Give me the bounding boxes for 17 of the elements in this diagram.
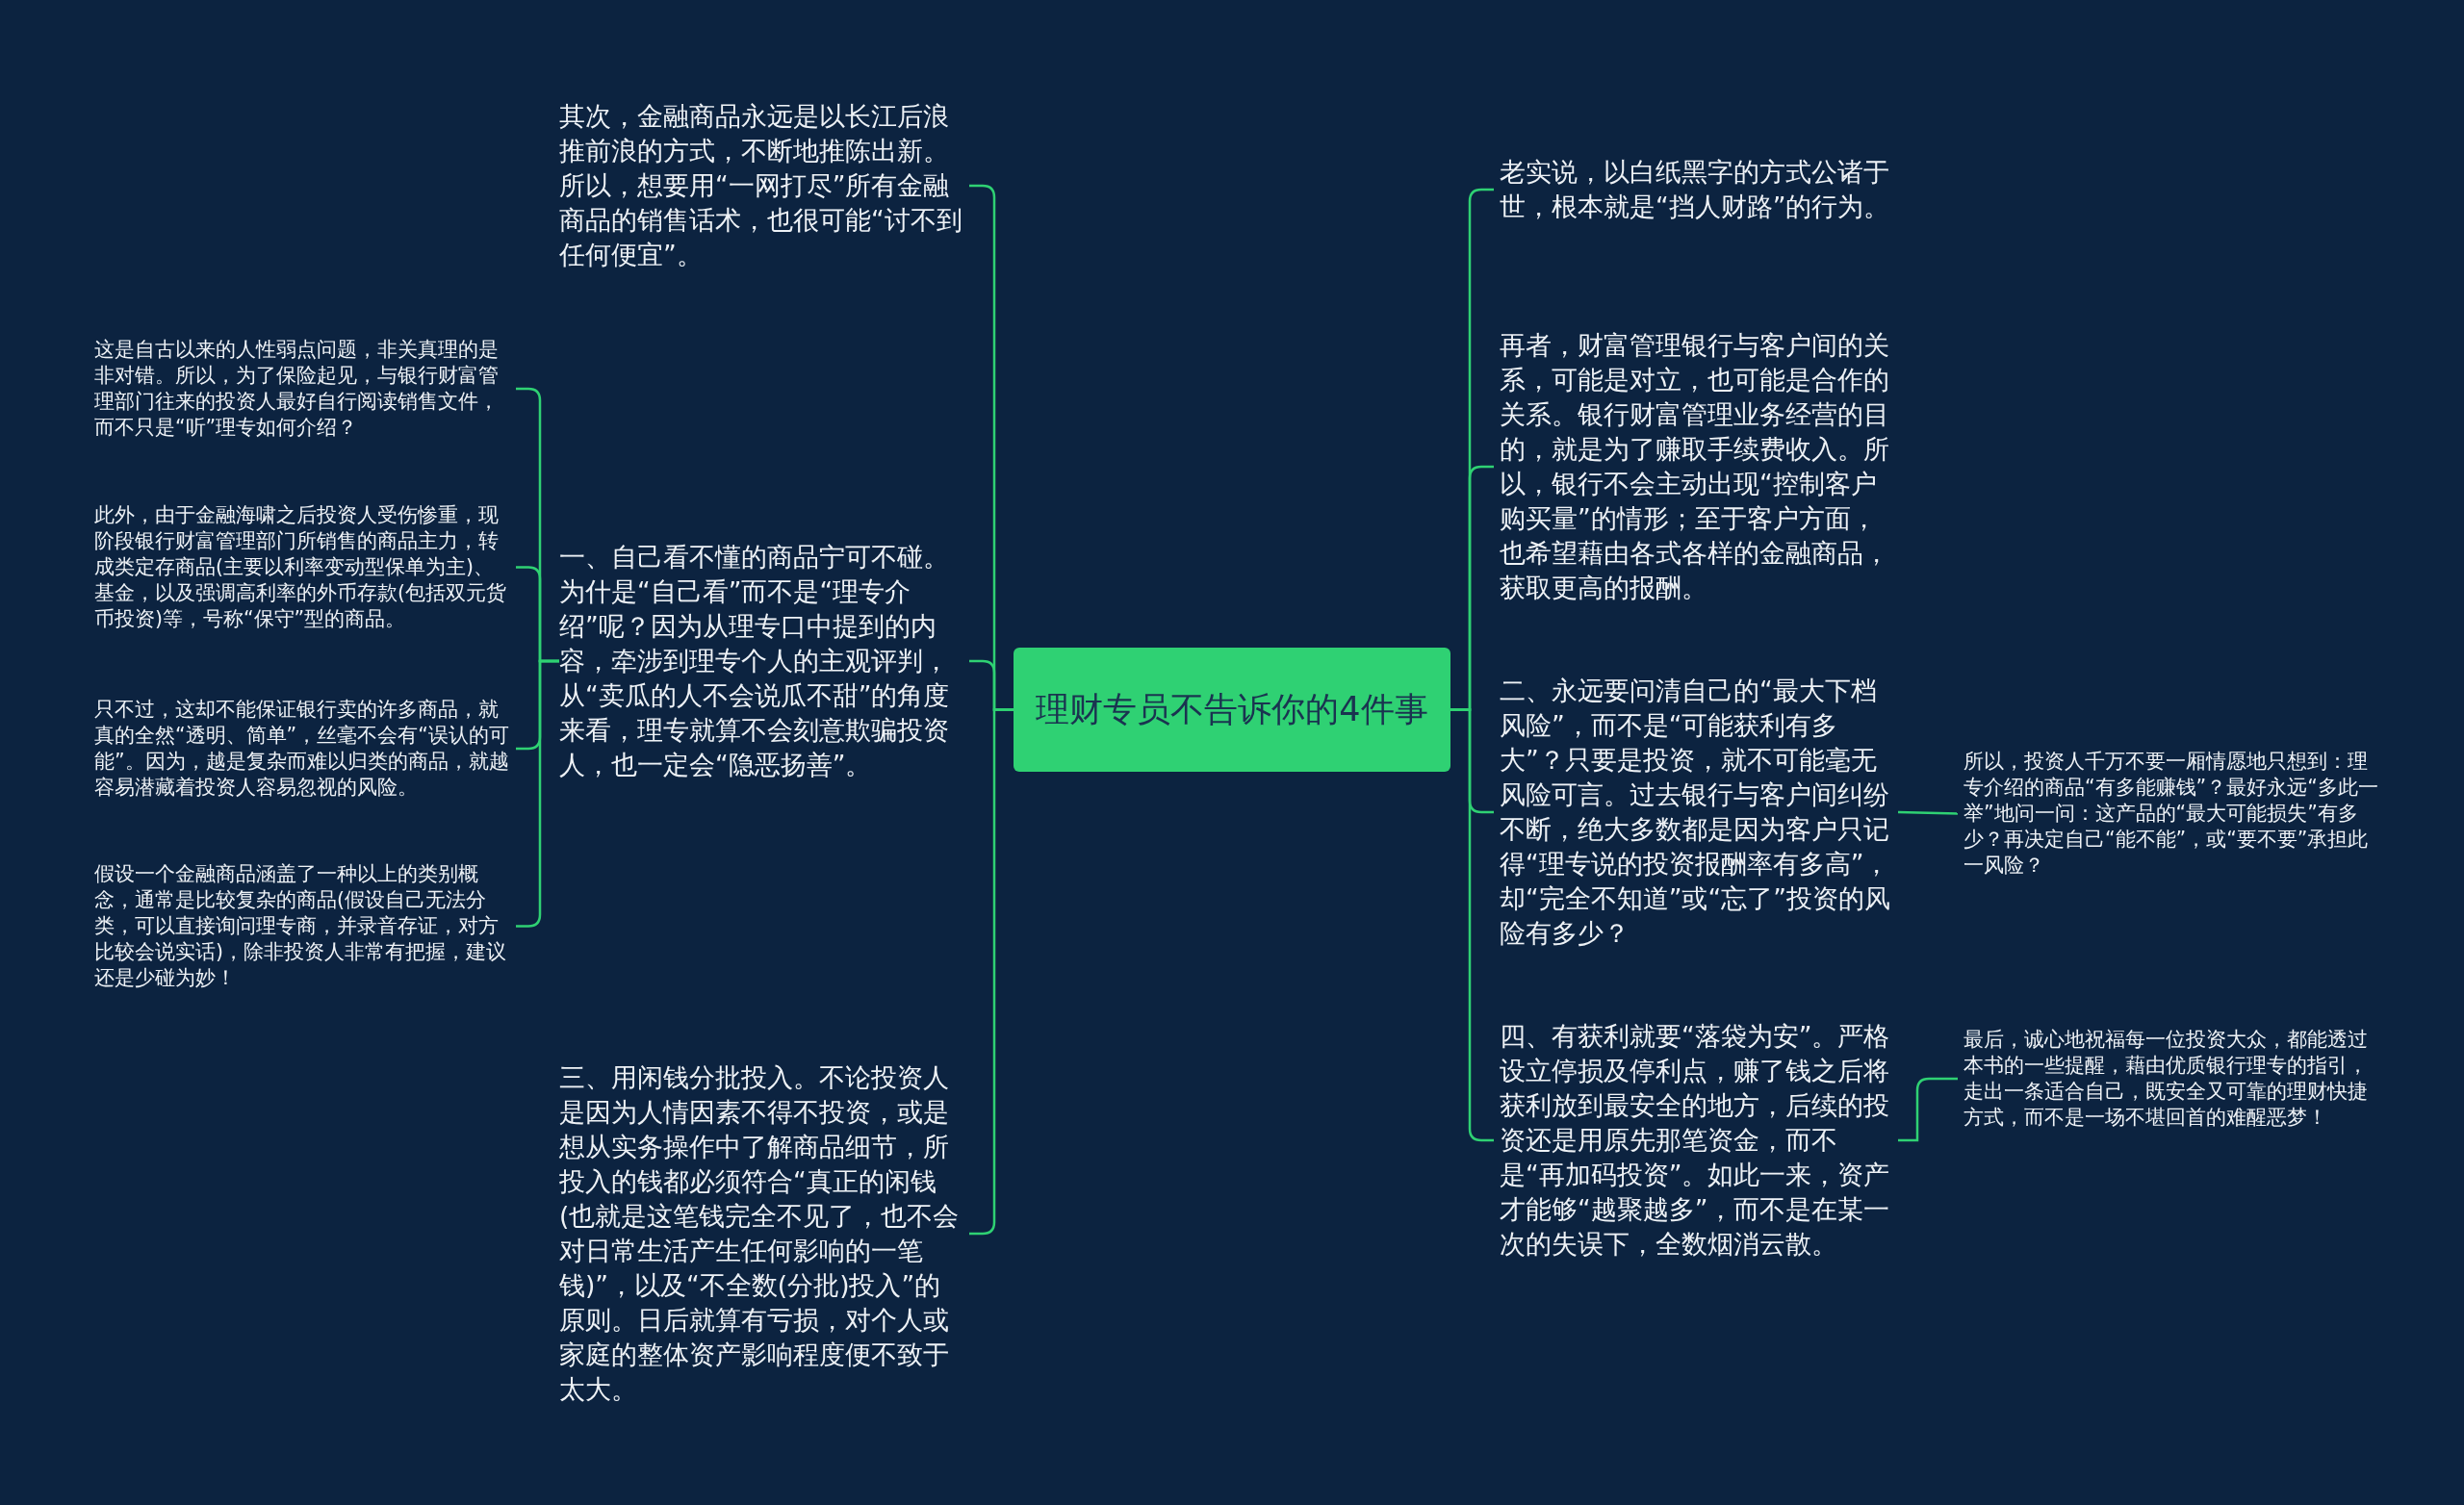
connector-line [1897,810,1959,815]
topic-text: 再者，财富管理银行与客户间的关系，可能是对立，也可能是合作的关系。银行财富管理业务经营的目的，就是为了赚取手续费收入。所以，银行不会主动出现“控制客户购买量”的情形；至于客户方面，也希望藉由各式各样的金融商品，获取更高的报酬。 [1500,328,1898,605]
topic-text: 四、有获利就要“落袋为安”。严格设立停损及停利点，赚了钱之后将获利放到最安全的地方，后续的投资还是用原先那笔资金，而不是“再加码投资”。如此一来，资产才能够“越聚越多”，而不是在某一次的失误下，全数烟消云散。 [1500,1019,1898,1262]
topic-text: 假设一个金融商品涵盖了一种以上的类别概念，通常是比较复杂的商品(假设自己无法分类，可以直接询问理专商，并录音存证，对方比较会说实话)，除非投资人非常有把握，建议还是少碰为妙！ [94,861,510,991]
topic-text: 老实说，以白纸黑字的方式公诸于世，根本就是“挡人财路”的行为。 [1500,155,1898,224]
topic-text: 二、永远要问清自己的“最大下档风险”，而不是“可能获利有多大”？只要是投资，就不可能毫无风险可言。过去银行与客户间纠纷不断，绝大多数都是因为客户只记得“理专说的投资报酬率有多高”，却“完全不知道”或“忘了”投资的风险有多少？ [1500,674,1898,951]
central-topic-box: 理财专员不告诉你的4件事 [1014,648,1450,772]
topic-text: 此外，由于金融海啸之后投资人受伤惨重，现阶段银行财富管理部门所销售的商品主力，转成类定存商品(主要以利率变动型保单为主)、基金，以及强调高利率的外币存款(包括双元货币投资)等，号称“保守”型的商品。 [94,502,510,632]
topic-text: 最后，诚心地祝福每一位投资大众，都能透过本书的一些提醒，藉由优质银行理专的指引，走出一条适合自己，既安全又可靠的理财快捷方式，而不是一场不堪回首的难醒恶梦！ [1964,1027,2379,1131]
topic-text: 三、用闲钱分批投入。不论投资人是因为人情因素不得不投资，或是想从实务操作中了解商品细节，所投入的钱都必须符合“真正的闲钱(也就是这笔钱完全不见了，也不会对日常生活产生任何影响的一笔钱)”，以及“不全数(分批)投入”的原则。日后就算有亏损，对个人或家庭的整体资产影响程度便不致于太大。 [559,1060,963,1407]
connector-line [1898,1077,1958,1142]
topic-text: 这是自古以来的人性弱点问题，非关真理的是非对错。所以，为了保险起见，与银行财富管理部门往来的投资人最好自行阅读销售文件，而不只是“听”理专如何介绍？ [94,337,510,441]
topic-text: 一、自己看不懂的商品宁可不碰。为什是“自己看”而不是“理专介绍”呢？因为从理专口中提到的内容，牵涉到理专个人的主观评判，从“卖瓜的人不会说瓜不甜”的角度来看，理专就算不会刻意欺骗投资人，也一定会“隐恶扬善”。 [559,540,963,782]
connector-line [1450,708,1494,1142]
topic-text: 其次，金融商品永远是以长江后浪推前浪的方式，不断地推陈出新。所以，想要用“一网打尽”所有金融商品的销售话术，也很可能“讨不到任何便宜”。 [559,99,963,272]
topic-text: 所以，投资人千万不要一厢情愿地只想到：理专介绍的商品“有多能赚钱”？最好永远“多此一举”地问一问：这产品的“最大可能损失”有多少？再决定自己“能不能”，或“要不要”承担此一风险？ [1964,749,2379,879]
topic-text: 只不过，这却不能保证银行卖的许多商品，就真的全然“透明、简单”，丝毫不会有“误认的可能”。因为，越是复杂而难以归类的商品，就越容易潜藏着投资人容易忽视的风险。 [94,697,510,801]
